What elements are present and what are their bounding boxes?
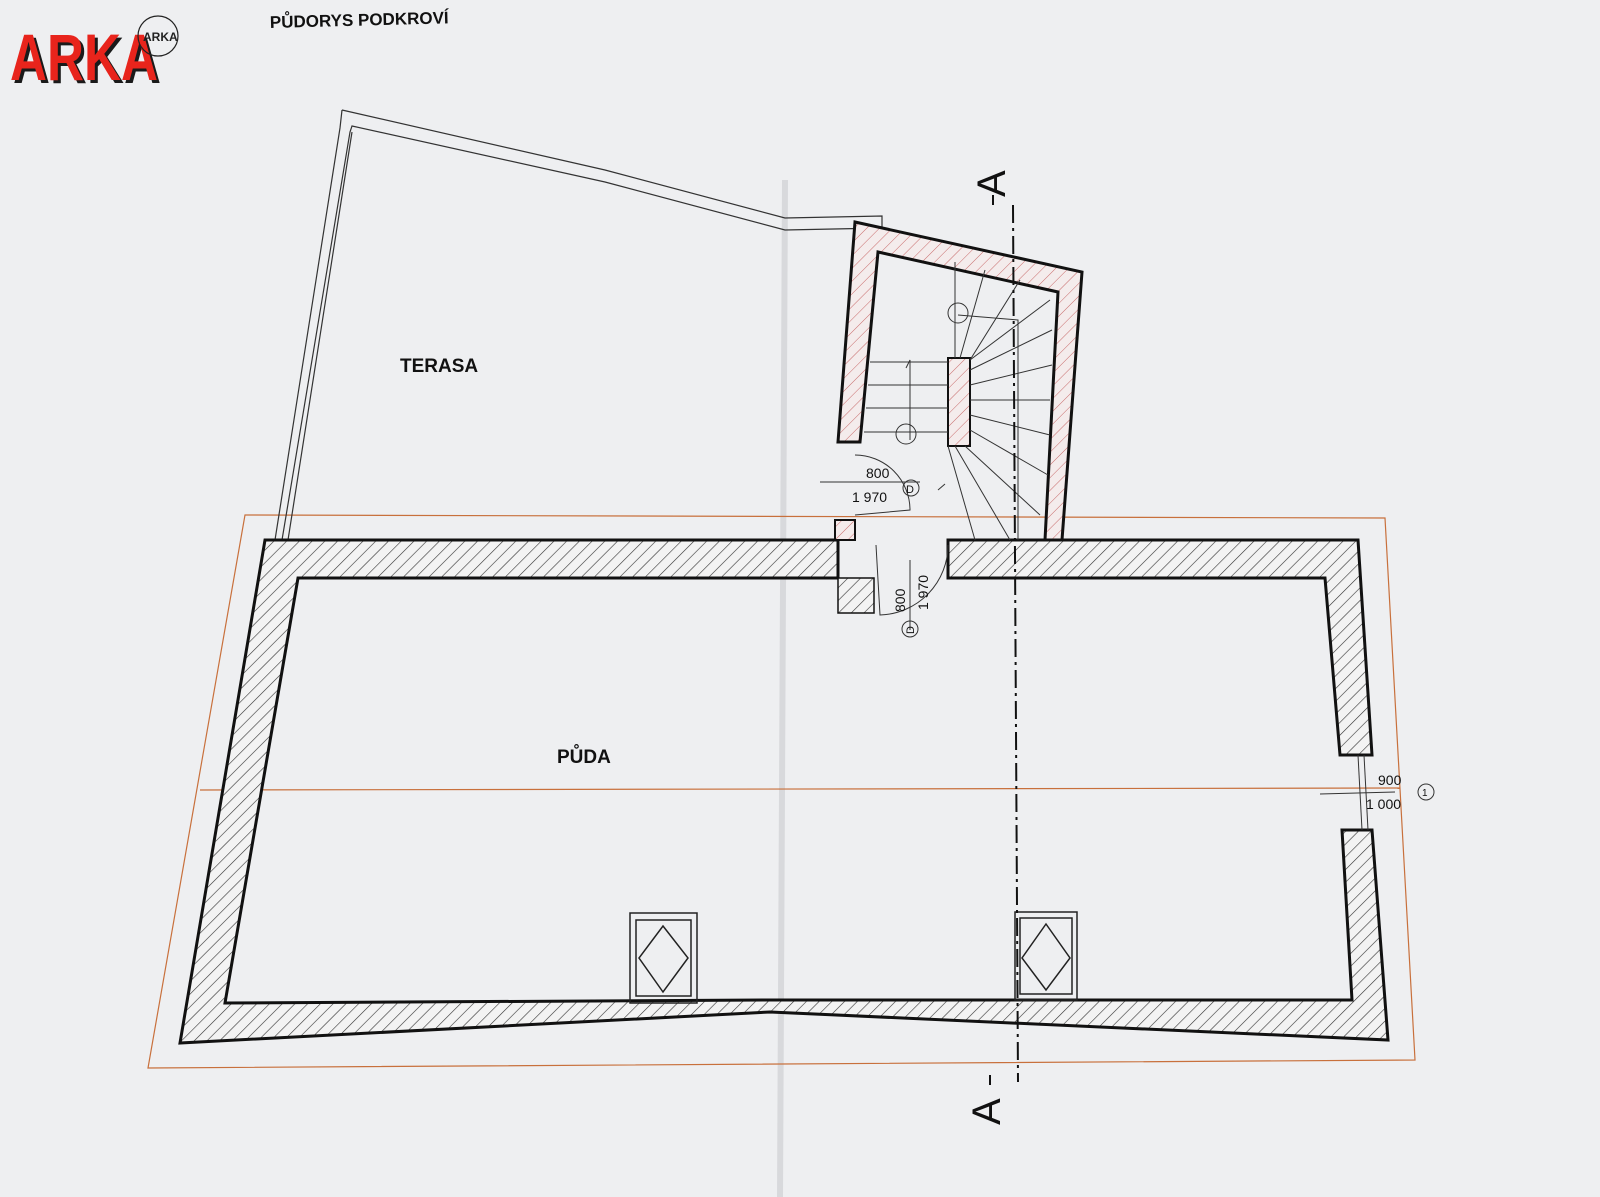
logo-text: ARKA — [10, 20, 158, 94]
section-line — [1012, 204, 1019, 1083]
door-upper — [820, 454, 920, 516]
room-label-attic: PŮDA — [557, 745, 611, 768]
stamp-text: ARKA — [143, 30, 178, 44]
stair-wall-stub — [834, 519, 856, 541]
paper-fold — [777, 179, 788, 1197]
door-lower — [875, 544, 949, 638]
door-lower-height: 1 970 — [915, 575, 931, 610]
door-upper-height: 1 970 — [852, 489, 887, 505]
window-right — [1319, 754, 1396, 831]
section-label-top: A — [970, 170, 1014, 197]
window-height: 1 000 — [1366, 796, 1401, 812]
staircase — [864, 262, 1053, 541]
section-label-bottom: A — [965, 1098, 1009, 1125]
stair-tower-walls — [836, 220, 1084, 542]
window-tag-circle — [1417, 783, 1435, 801]
stair-landing-wall — [837, 577, 875, 614]
terrace-railing — [274, 109, 883, 541]
room-label-terrace: TERASA — [400, 356, 478, 377]
window-tag: 1 — [1422, 788, 1428, 799]
skylight-right — [1014, 911, 1078, 1001]
skylight-left — [629, 912, 698, 1004]
door-lower-tag: D — [905, 626, 917, 634]
door-upper-tag: D — [906, 484, 914, 496]
roof-outline — [147, 514, 1416, 1069]
window-width: 900 — [1378, 772, 1402, 788]
svg-text:ARKA: ARKA — [13, 23, 161, 97]
logo-stamp — [137, 15, 179, 57]
door-lower-width: 800 — [892, 588, 908, 612]
plan-title: PŮDORYS PODKROVÍ — [270, 7, 451, 32]
arka-logo: ARKA ARKA ARKA — [10, 15, 179, 97]
door-upper-width: 800 — [866, 465, 890, 481]
